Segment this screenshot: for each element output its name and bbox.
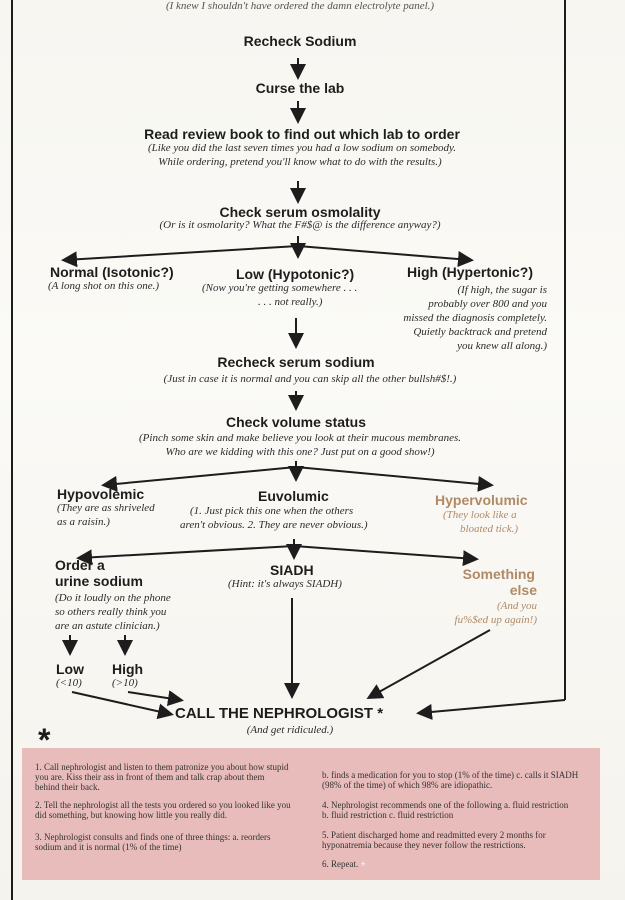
high-note: (If high, the sugar is probably over 800… (403, 284, 547, 352)
curse-the-lab: Curse the lab (255, 80, 345, 96)
high-hypertonic: High (Hypertonic?) (407, 264, 533, 280)
footnote-4: 4. Nephrologist recommends one of the fo… (322, 800, 569, 820)
recheck-serum-sodium: Recheck serum sodium (217, 354, 375, 370)
normal-note: (A long shot on this one.) (48, 280, 160, 292)
euvo-note-2: aren't obvious. 2. They are never obviou… (180, 519, 368, 531)
call-note: (And get ridiculed.) (246, 724, 334, 736)
read-book-note-2: While ordering, pretend you'll know what… (158, 156, 442, 168)
euvolumic: Euvolumic (258, 488, 329, 504)
footnote-box (22, 748, 600, 880)
urine-note: (Do it loudly on the phone so others rea… (55, 592, 171, 632)
urine-high: High (112, 661, 144, 677)
urine-high-note: (>10) (112, 677, 138, 689)
footnote-3: 3. Nephrologist consults and finds one o… (35, 832, 271, 852)
plus-icon: + (360, 859, 366, 869)
top-cut-text: (I knew I shouldn't have ordered the dam… (165, 0, 435, 12)
hypovolemic: Hypovolemic (57, 486, 145, 502)
check-volume-status: Check volume status (225, 414, 367, 430)
check-serum-osmolality: Check serum osmolality (219, 204, 381, 220)
euvo-note-1: (1. Just pick this one when the others (190, 505, 354, 517)
else: else (509, 582, 537, 598)
recheck-sodium: Recheck Sodium (243, 33, 357, 49)
urine-low: Low (56, 661, 84, 677)
low-hypotonic: Low (Hypotonic?) (236, 266, 355, 282)
something: Something (462, 566, 535, 582)
footnote-asterisk: * (38, 722, 51, 758)
hypervolumic: Hypervolumic (435, 492, 528, 508)
footnote-6: 6. Repeat. + (322, 859, 402, 869)
urine-low-note: (<10) (56, 677, 82, 689)
hypo-note-1: (They are as shriveled (57, 502, 155, 514)
low-note-2: . . . not really.) (258, 296, 323, 308)
read-book-note-1: (Like you did the last seven times you h… (148, 142, 456, 154)
urine-sodium: urine sodium (55, 573, 143, 589)
low-note-1: (Now you're getting somewhere . . . (202, 282, 358, 294)
read-review-book: Read review book to find out which lab t… (144, 126, 460, 142)
footnote-6-text: 6. Repeat. (322, 859, 359, 869)
hyper-note-2: bloated tick.) (460, 523, 519, 535)
siadh: SIADH (270, 562, 314, 578)
order-a: Order a (55, 557, 105, 573)
footnote-5: 5. Patient discharged home and readmitte… (322, 830, 546, 850)
footnote-3b: b. finds a medication for you to stop (1… (322, 770, 579, 790)
hypo-note-2: as a raisin.) (57, 516, 110, 528)
volume-note-1: (Pinch some skin and make believe you lo… (139, 432, 461, 444)
hyper-note-1: (They look like a (443, 509, 517, 521)
something-note-2: fu%$ed up again!) (454, 614, 537, 626)
something-note-1: (And you (496, 600, 537, 612)
normal-isotonic: Normal (Isotonic?) (50, 264, 174, 280)
siadh-note: (Hint: it's always SIADH) (228, 578, 342, 590)
volume-note-2: Who are we kidding with this one? Just p… (165, 446, 435, 458)
call-the-nephrologist: CALL THE NEPHROLOGIST * (175, 705, 384, 722)
recheck-osm-note: (Just in case it is normal and you can s… (163, 373, 457, 385)
footnote-2: 2. Tell the nephrologist all the tests y… (35, 800, 291, 820)
footnote-1: 1. Call nephrologist and listen to them … (35, 762, 289, 792)
check-osm-note: (Or is it osmolarity? What the F#$@ is t… (159, 219, 441, 231)
